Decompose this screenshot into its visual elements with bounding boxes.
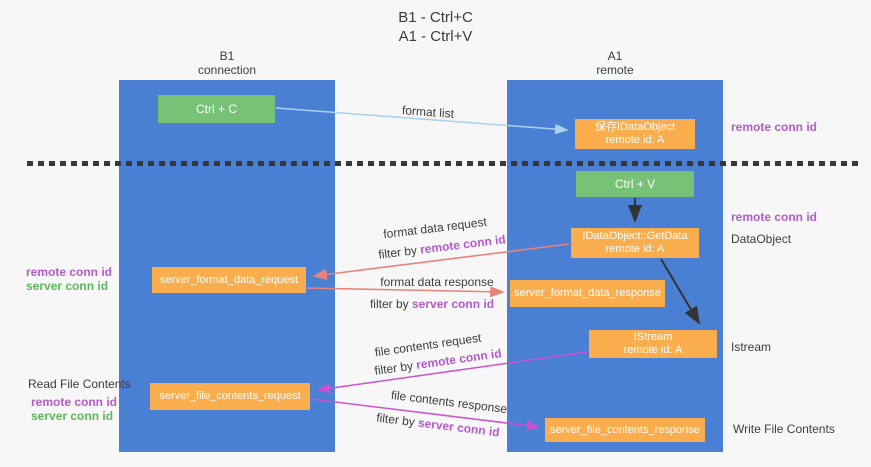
left-read-file-contents-label: Read File Contents <box>28 377 131 391</box>
phase-divider-dashed-line <box>27 161 860 166</box>
right-istream-label: Istream <box>731 340 772 354</box>
node-idataobject-getdata-line2: remote id: A <box>605 243 665 255</box>
server-conn-id-text: server conn id <box>412 297 495 311</box>
format-data-response-label: format data response <box>380 275 493 289</box>
node-server-file-contents-request-label: server_file_contents_request <box>159 390 301 402</box>
node-idataobject-getdata: IDataObject::GetData remote id: A <box>571 228 699 258</box>
node-server-format-data-response: server_format_data_response <box>510 280 665 307</box>
node-ctrl-c-label: Ctrl + C <box>195 101 237 116</box>
left-server-conn-id-1: server conn id <box>26 279 109 293</box>
node-idataobject-getdata-line1: IDataObject::GetData <box>582 230 688 242</box>
node-server-file-contents-response: server_file_contents_response <box>545 418 705 442</box>
node-ctrl-c: Ctrl + C <box>158 95 275 123</box>
left-remote-conn-id-1: remote conn id <box>26 265 113 279</box>
file-contents-response-label: file contents response <box>390 388 508 416</box>
file-contents-response-text: file contents response <box>390 387 508 417</box>
left-remote-conn-id-2: remote conn id <box>31 395 118 409</box>
node-save-idataobject-line2: remote id: A <box>605 134 665 146</box>
right-remote-conn-id-mid: remote conn id <box>731 210 818 224</box>
lane-a1-title: A1 <box>607 49 623 63</box>
server-conn-id-text: server conn id <box>417 415 501 440</box>
filter-by-text: filter by <box>373 358 414 378</box>
right-dataobject-label: DataObject <box>731 232 792 246</box>
filter-by-text: filter by <box>369 297 409 311</box>
filter-by-server-label-2: filter by server conn id <box>376 410 501 439</box>
node-server-file-contents-response-label: server_file_contents_response <box>550 423 700 436</box>
right-remote-conn-id-top: remote conn id <box>731 120 818 134</box>
node-istream-line1: IStream <box>633 331 673 343</box>
filter-by-server-label-1: filter by server conn id <box>370 297 494 311</box>
node-ctrl-v: Ctrl + V <box>576 171 694 197</box>
node-ctrl-v-label: Ctrl + V <box>614 176 656 191</box>
node-istream: IStream remote id: A <box>589 330 717 358</box>
node-server-format-data-request-label: server_format_data_request <box>159 273 299 286</box>
diagram-title: B1 - Ctrl+C A1 - Ctrl+V <box>0 8 871 46</box>
node-istream-line2: remote id: A <box>623 344 683 356</box>
title-line-1: B1 - Ctrl+C <box>398 9 473 26</box>
node-save-idataobject: 保存IDataObject remote id: A <box>575 119 695 149</box>
lane-b1-title: B1 <box>219 49 235 63</box>
lane-header-a1: A1 remote <box>507 49 723 77</box>
lane-a1-subtitle: remote <box>596 63 634 77</box>
format-list-label: format list <box>402 103 455 121</box>
format-data-response-text: format data response <box>380 275 494 289</box>
filter-by-text: filter by <box>377 243 418 262</box>
node-save-idataobject-line1: 保存IDataObject <box>594 121 676 133</box>
node-server-file-contents-request: server_file_contents_request <box>150 383 310 410</box>
filter-by-text: filter by <box>375 410 416 430</box>
node-server-format-data-request: server_format_data_request <box>152 267 306 293</box>
remote-conn-id-text: remote conn id <box>419 232 507 257</box>
lane-b1-subtitle: connection <box>197 63 257 77</box>
right-write-file-contents-label: Write File Contents <box>733 422 835 436</box>
title-line-2: A1 - Ctrl+V <box>398 28 473 45</box>
left-server-conn-id-2: server conn id <box>31 409 114 423</box>
node-server-format-data-response-label: server_format_data_response <box>514 287 661 299</box>
lane-header-b1: B1 connection <box>119 49 335 77</box>
format-list-text: format list <box>401 103 455 121</box>
